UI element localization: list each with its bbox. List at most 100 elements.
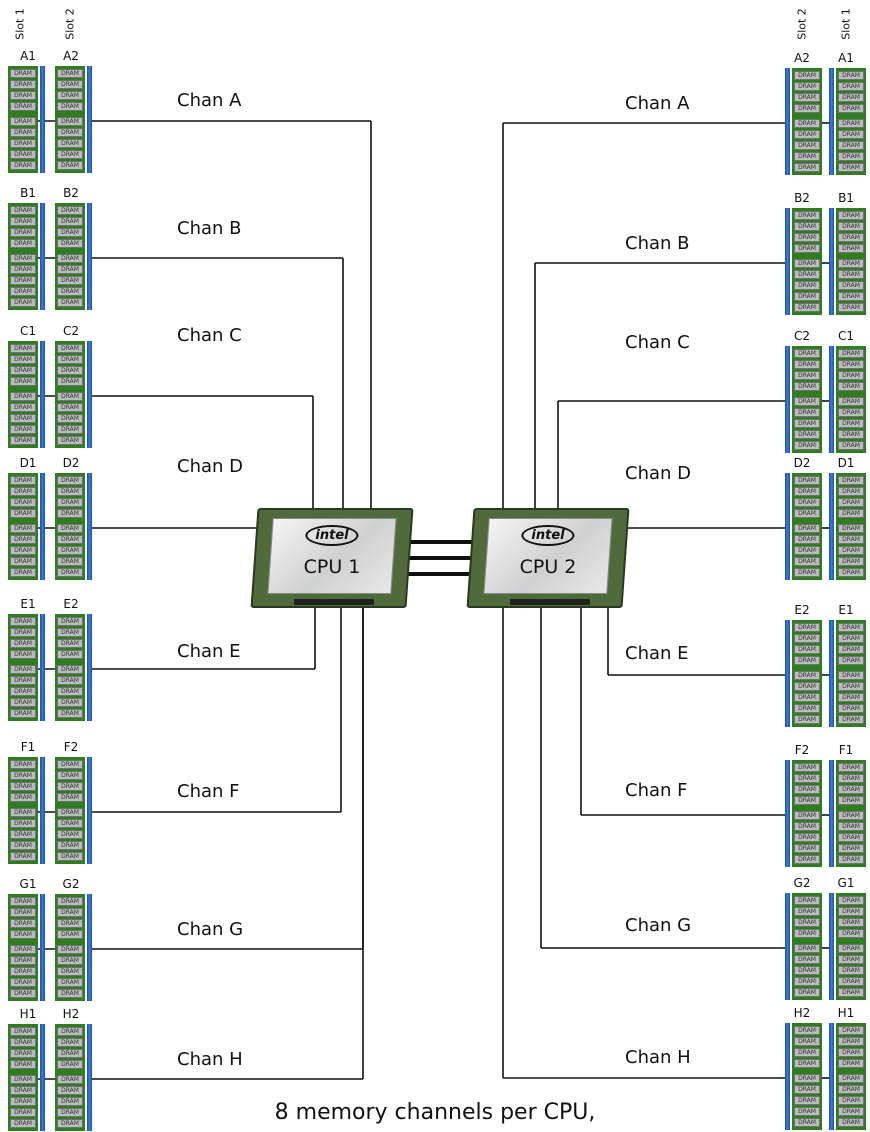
dimm-label-h2-left: H2	[62, 1007, 80, 1021]
dram-chip: DRAM	[10, 228, 36, 237]
dimm-contact-edge	[40, 66, 45, 173]
dram-chip: DRAM	[794, 715, 820, 724]
dimm-label-a1-right: A1	[838, 51, 854, 65]
dram-chip: DRAM	[57, 487, 83, 496]
dram-chip: DRAM	[838, 141, 864, 150]
dimm-notch	[794, 392, 820, 396]
dimm-notch	[794, 666, 820, 670]
dram-chip: DRAM	[838, 977, 864, 986]
dimm-contact-edge	[87, 757, 92, 864]
dimm-label-d2-right: D2	[793, 456, 811, 470]
dram-chip: DRAM	[794, 408, 820, 417]
dimm-label-a2-right: A2	[794, 51, 810, 65]
dram-chip: DRAM	[794, 476, 820, 485]
dram-chip: DRAM	[838, 397, 864, 406]
dimm-contact-edge	[829, 473, 834, 580]
dram-chip: DRAM	[10, 298, 36, 307]
dram-chip: DRAM	[57, 830, 83, 839]
dram-chip: DRAM	[57, 377, 83, 386]
dram-chip: DRAM	[794, 71, 820, 80]
dram-chip: DRAM	[794, 430, 820, 439]
dram-chip: DRAM	[794, 259, 820, 268]
dram-chip: DRAM	[10, 617, 36, 626]
dram-chip: DRAM	[57, 128, 83, 137]
dram-chip: DRAM	[57, 476, 83, 485]
dram-chip: DRAM	[838, 833, 864, 842]
dram-chip: DRAM	[10, 117, 36, 126]
dram-chip: DRAM	[57, 366, 83, 375]
right-slot2-header: Slot 2	[795, 8, 809, 40]
dimm-contact-edge	[87, 66, 92, 173]
dimm-label-f1-left: F1	[20, 740, 36, 754]
left-slot2-header: Slot 2	[63, 8, 77, 40]
dram-chip: DRAM	[57, 287, 83, 296]
dimm-label-g1-left: G1	[19, 877, 37, 891]
dimm-label-g2-left: G2	[62, 877, 80, 891]
dram-chip: DRAM	[794, 233, 820, 242]
dram-chip: DRAM	[794, 977, 820, 986]
dimm-notch	[838, 114, 864, 118]
dram-chip: DRAM	[57, 150, 83, 159]
dram-chip: DRAM	[838, 929, 864, 938]
dram-chip: DRAM	[838, 944, 864, 953]
dram-chip: DRAM	[838, 441, 864, 450]
dram-chip: DRAM	[794, 104, 820, 113]
dram-chip: DRAM	[838, 896, 864, 905]
dimm-contact-edge	[87, 1024, 92, 1131]
dimm-contact-edge	[87, 473, 92, 580]
dram-chip: DRAM	[10, 128, 36, 137]
dram-chip: DRAM	[10, 628, 36, 637]
dram-chip: DRAM	[794, 693, 820, 702]
dram-chip: DRAM	[794, 119, 820, 128]
dram-chip: DRAM	[57, 919, 83, 928]
chan-label-f-cpu1: Chan F	[177, 781, 240, 802]
chan-label-b-cpu1: Chan B	[177, 218, 242, 239]
dram-chip: DRAM	[794, 774, 820, 783]
dram-chip: DRAM	[794, 988, 820, 997]
chan-label-b-cpu2: Chan B	[625, 233, 690, 254]
dram-chip: DRAM	[57, 908, 83, 917]
dram-chip: DRAM	[57, 344, 83, 353]
dram-chip: DRAM	[794, 907, 820, 916]
dram-chip: DRAM	[10, 945, 36, 954]
dimm-notch	[57, 660, 83, 664]
dram-chip: DRAM	[794, 944, 820, 953]
dram-chip: DRAM	[10, 568, 36, 577]
dram-chip: DRAM	[838, 955, 864, 964]
dram-chip: DRAM	[838, 71, 864, 80]
dimm-label-f2-left: F2	[63, 740, 79, 754]
dimm-label-d1-left: D1	[19, 456, 37, 470]
dram-chip: DRAM	[838, 360, 864, 369]
dram-chip: DRAM	[838, 476, 864, 485]
dram-chip: DRAM	[57, 69, 83, 78]
dimm-notch	[10, 1070, 36, 1074]
dimm-notch	[794, 1069, 820, 1073]
chan-label-f-cpu2: Chan F	[625, 780, 688, 801]
dram-chip: DRAM	[10, 687, 36, 696]
dimm-contact-edge	[785, 893, 790, 1000]
dram-chip: DRAM	[794, 929, 820, 938]
dimm-notch	[838, 806, 864, 810]
dram-chip: DRAM	[57, 650, 83, 659]
dimm-label-c1-right: C1	[837, 329, 854, 343]
